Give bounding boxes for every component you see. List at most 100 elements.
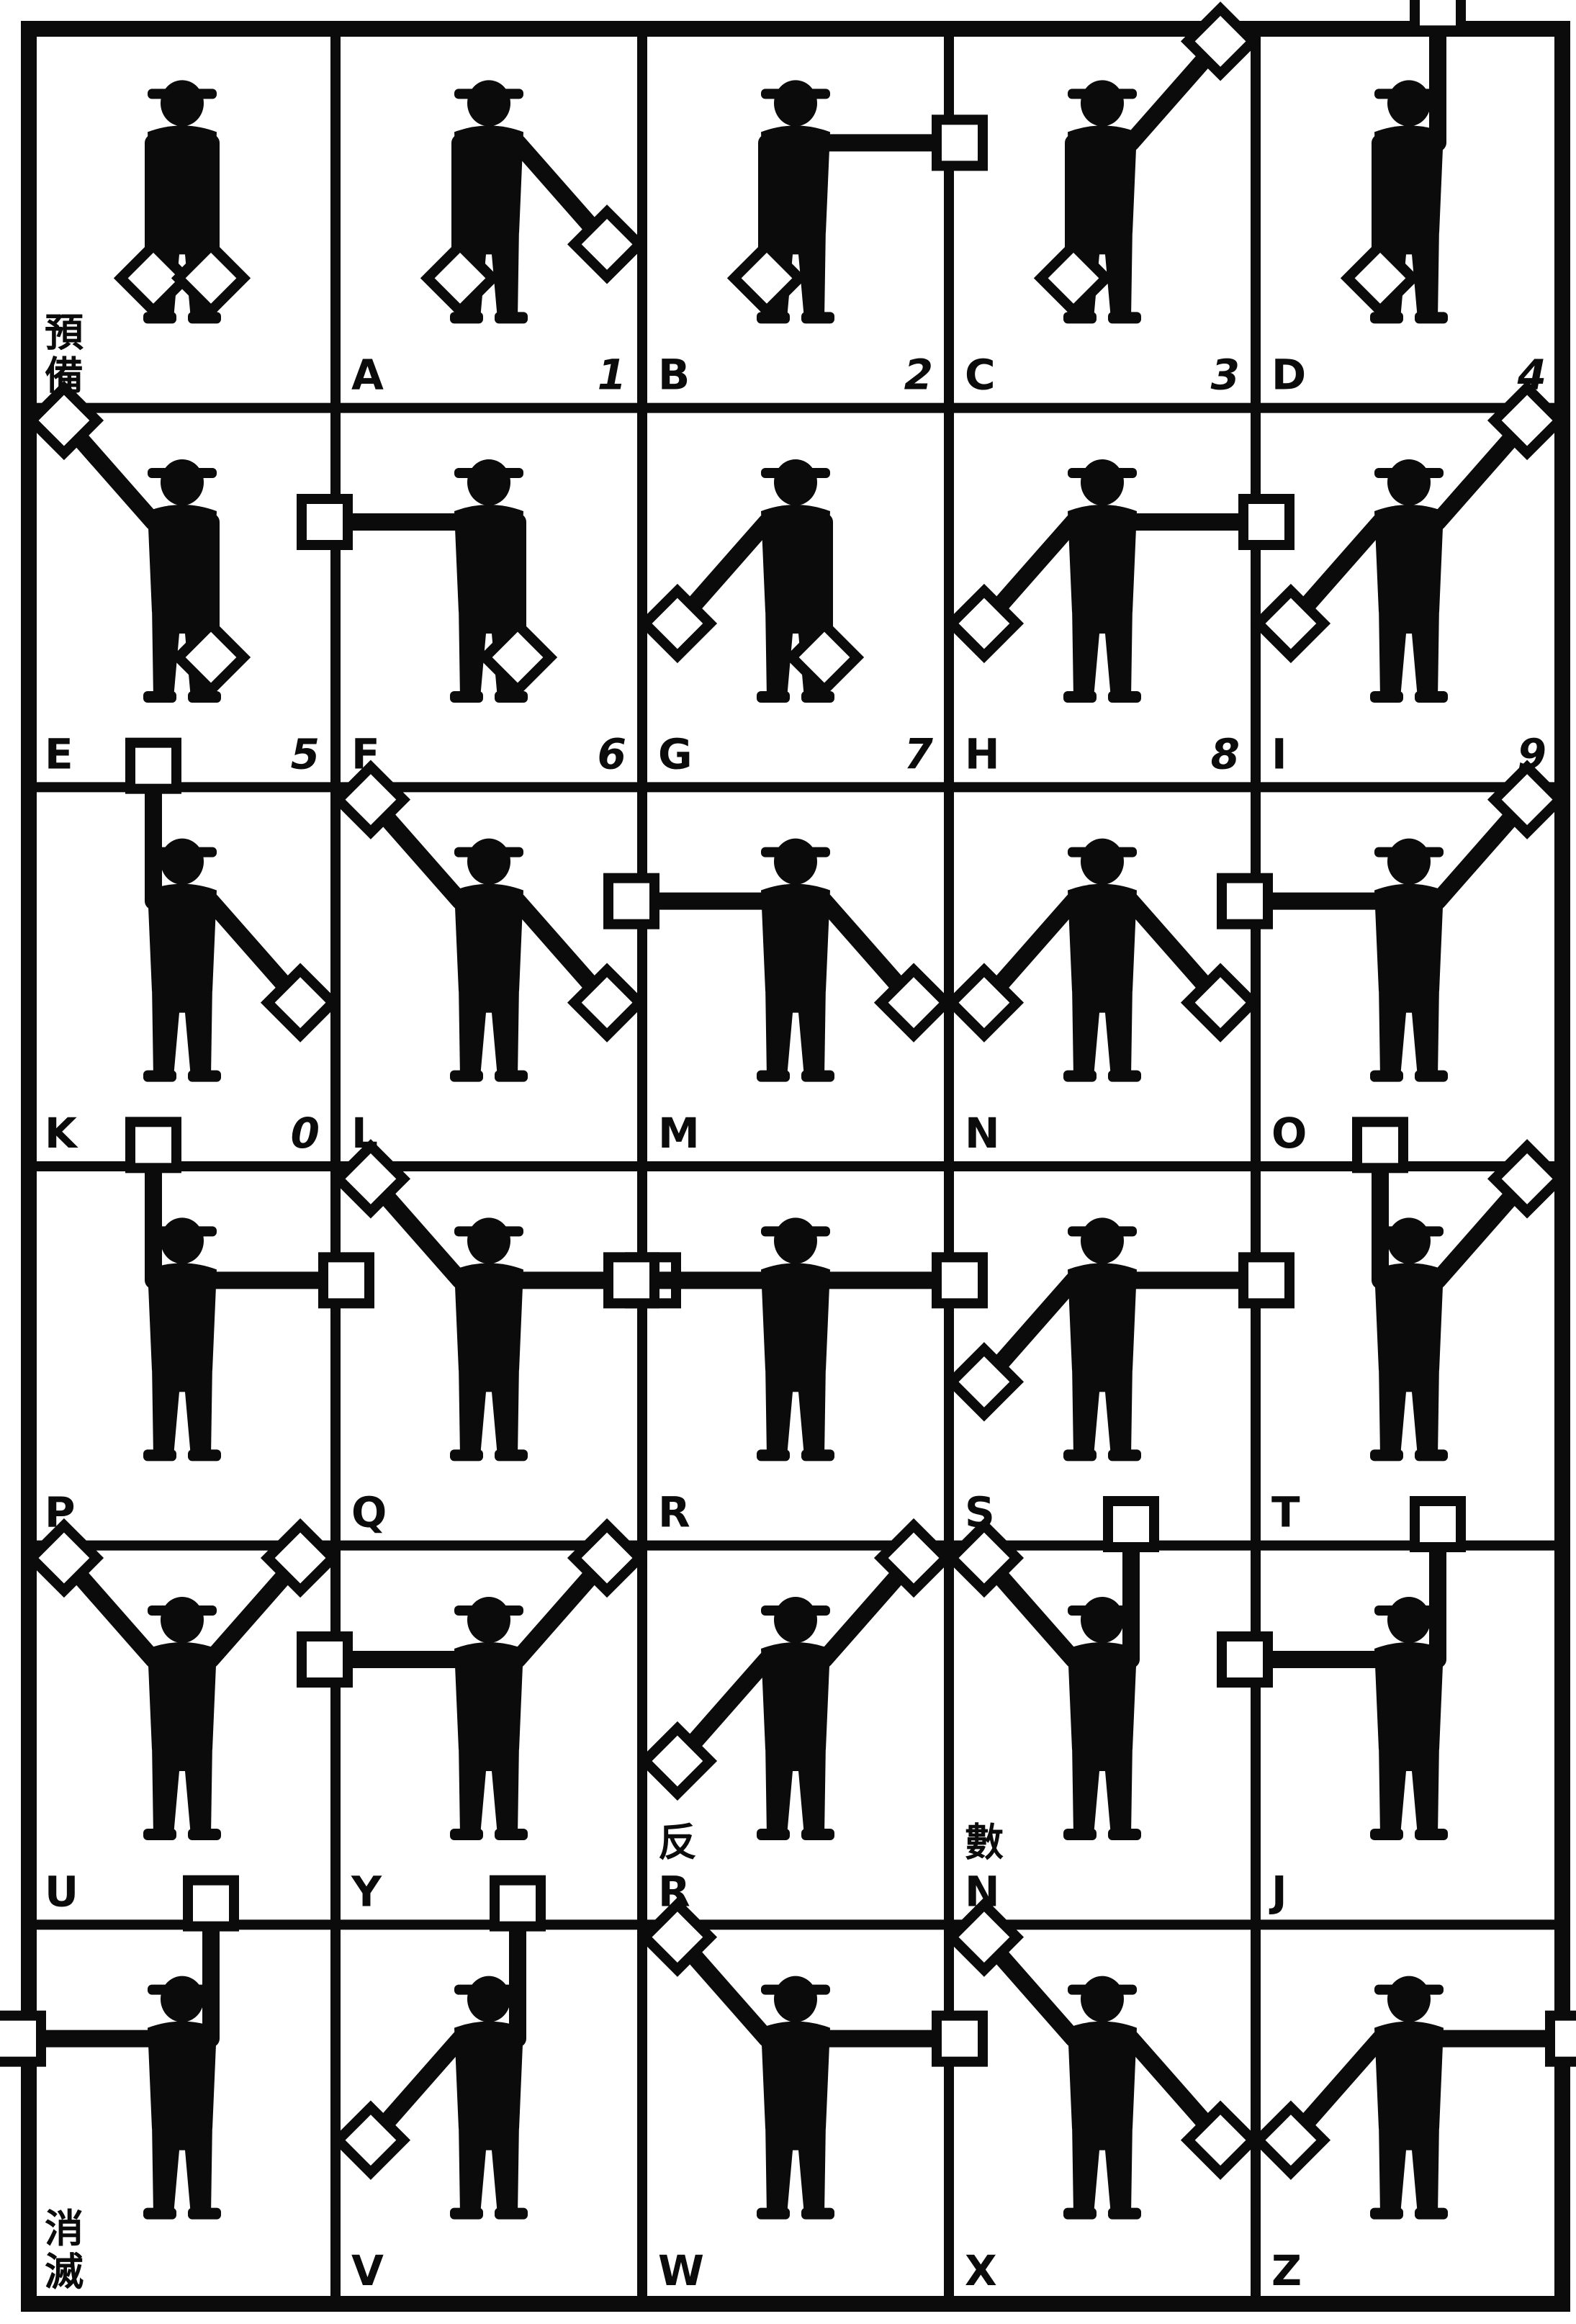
signal-arm — [389, 2039, 460, 2120]
signal-arm — [1131, 62, 1202, 143]
cell-letter: I — [1271, 729, 1287, 778]
semaphore-cell: N數 — [952, 1501, 1154, 1916]
flag — [302, 1636, 348, 1683]
flag — [302, 499, 348, 545]
semaphore-cell: 預備 — [45, 80, 243, 398]
flag — [1415, 1501, 1461, 1547]
signaller-figure — [1370, 459, 1448, 703]
signaller-figure — [1370, 1976, 1448, 2220]
cell-digit: 5 — [291, 729, 320, 778]
cell-letter: M — [658, 1109, 700, 1158]
signal-arm — [695, 1659, 767, 1741]
cell-letter: K — [45, 1109, 78, 1158]
cell-digit: 7 — [904, 729, 934, 778]
signal-arm — [82, 1579, 153, 1660]
signal-arm — [389, 820, 460, 901]
flag — [1550, 2016, 1576, 2062]
signaller-figure — [1063, 1976, 1141, 2220]
semaphore-cell: W — [645, 1904, 983, 2295]
signaller-figure — [1063, 839, 1141, 1082]
flag — [0, 2016, 41, 2062]
semaphore-cell: M — [608, 839, 946, 1158]
cell-letter: N — [965, 1109, 1000, 1158]
flag — [937, 1257, 983, 1303]
cell-letter: V — [351, 2246, 384, 2295]
signaller-figure — [1370, 839, 1448, 1082]
signal-arm — [695, 522, 767, 603]
signal-arm — [824, 1579, 896, 1660]
semaphore-cell: O — [1222, 767, 1559, 1158]
flag — [1415, 0, 1461, 30]
semaphore-cell: X — [952, 1904, 1253, 2295]
signal-arm — [1002, 1579, 1073, 1660]
semaphore-cell: U — [32, 1526, 333, 1917]
semaphore-cell: R反 — [645, 1526, 947, 1917]
cell-glyph: 數 — [965, 1819, 1004, 1865]
cell-letter: O — [1271, 1109, 1307, 1158]
cell-letter: J — [1269, 1867, 1287, 1916]
signal-arm — [518, 143, 589, 224]
cell-letter: G — [658, 729, 693, 778]
flag — [608, 1257, 654, 1303]
signal-arm — [1438, 1199, 1509, 1281]
cell-letter: Q — [351, 1488, 387, 1537]
flag — [323, 1257, 369, 1303]
flag — [937, 120, 983, 166]
signal-arm — [389, 1199, 460, 1281]
signal-arm — [1002, 1280, 1073, 1361]
cell-glyph: 消滅 — [45, 2206, 84, 2294]
semaphore-cell: E5 — [32, 388, 320, 779]
signaller-figure — [757, 839, 834, 1082]
cell-letter: E — [45, 729, 73, 778]
flag — [130, 1122, 176, 1168]
flag — [1243, 499, 1289, 545]
cell-letter: H — [965, 729, 1000, 778]
semaphore-cell: Q — [338, 1146, 676, 1537]
semaphore-cell: Y — [302, 1526, 639, 1917]
signal-arm — [1131, 2039, 1202, 2120]
signal-arm — [518, 1579, 589, 1660]
signal-arm — [1002, 522, 1073, 603]
signal-arm — [1002, 1958, 1073, 2039]
signaller-figure — [1063, 459, 1141, 703]
flag — [937, 2016, 983, 2062]
cell-letter: C — [965, 351, 996, 400]
signaller-figure — [450, 839, 528, 1082]
semaphore-cell: L — [338, 767, 640, 1158]
cell-letter: Z — [1271, 2246, 1302, 2295]
signaller-figure — [757, 1217, 834, 1461]
semaphore-cell: S — [952, 1217, 1289, 1536]
cell-digit: 1 — [598, 351, 626, 400]
cell-letter: A — [351, 351, 384, 400]
semaphore-cell: Z — [1258, 1976, 1576, 2295]
cell-letter: W — [658, 2246, 704, 2295]
cell-letter: X — [965, 2246, 997, 2295]
semaphore-cell: P — [45, 1122, 369, 1536]
cell-letter: R — [658, 1488, 690, 1537]
signal-arm — [518, 901, 589, 983]
flag — [608, 878, 654, 924]
signal-arm — [1002, 901, 1073, 983]
signal-arm — [695, 1958, 767, 2039]
flag — [188, 1881, 234, 1927]
signaller-figure — [450, 1597, 528, 1840]
signal-arm — [82, 441, 153, 523]
signal-arm — [211, 1579, 282, 1660]
signaller-figure — [143, 1597, 221, 1840]
signal-arm — [1438, 820, 1509, 901]
cell-digit: 2 — [904, 351, 933, 400]
cell-letter: T — [1271, 1488, 1300, 1537]
signaller-figure — [1063, 1217, 1141, 1461]
signal-arm — [1309, 2039, 1380, 2120]
cell-digit: 6 — [598, 729, 626, 778]
signaller-figure — [450, 1217, 528, 1461]
